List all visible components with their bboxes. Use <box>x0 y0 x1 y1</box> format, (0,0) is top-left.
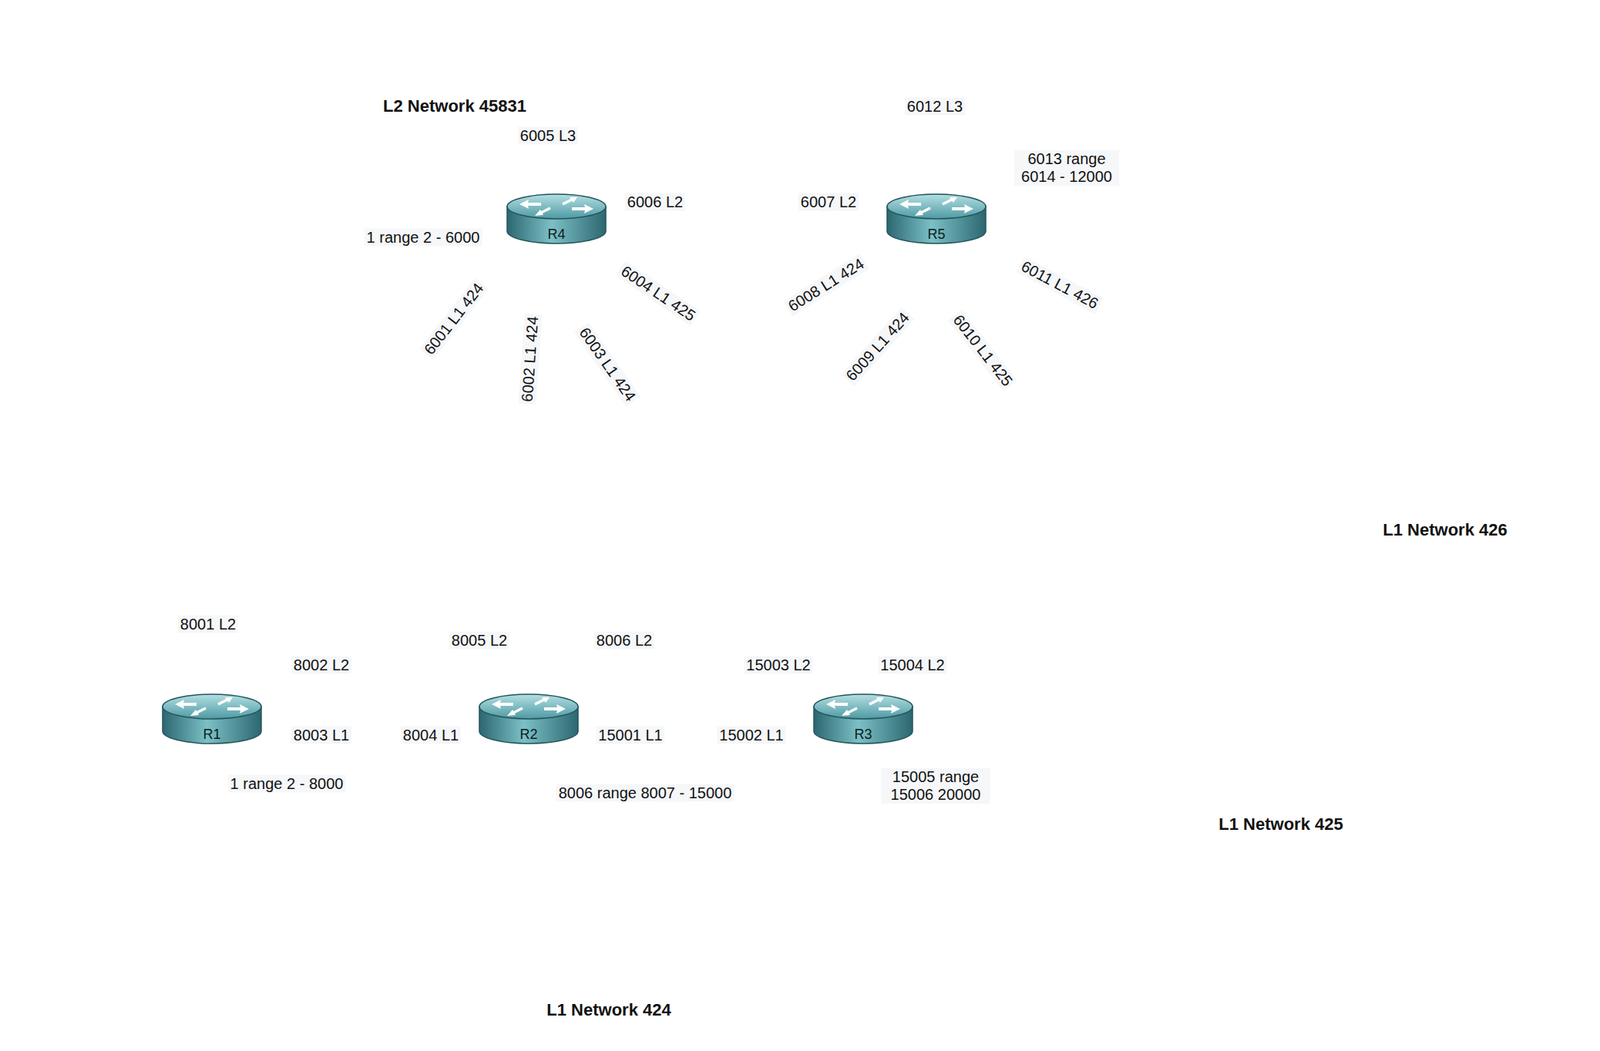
port-label: 6005 L3 <box>517 127 579 145</box>
network-ellipse-shape <box>13 510 1056 1048</box>
network-name: L1 Network 424 <box>546 1000 671 1021</box>
port-label: 6009 L1 424 <box>840 307 915 387</box>
port-label: 15005 range 15006 20000 <box>881 768 991 804</box>
router-icon <box>507 194 606 244</box>
port-label: 8003 L1 <box>291 726 352 745</box>
router-icon <box>162 694 262 744</box>
host-icon <box>510 910 541 937</box>
host-icon <box>888 931 918 958</box>
network-name: L1 Network 426 <box>1382 520 1507 541</box>
router-name: R2 <box>519 726 538 743</box>
router-name: R4 <box>547 226 565 243</box>
port-label: 8004 L1 <box>400 726 461 745</box>
host-icon <box>1216 151 1246 179</box>
port-label: 8006 range 8007 - 15000 <box>556 784 735 803</box>
network-name: L2 Network 45831 <box>383 96 527 117</box>
port-label: 1 range 2 - 8000 <box>228 775 347 794</box>
port-label: 6003 L1 424 <box>574 322 641 407</box>
link-line <box>936 246 1295 706</box>
network-ellipse: L2 Network 45831R4 R5 <box>157 40 1322 481</box>
network-ellipse-shape <box>1294 431 1600 635</box>
link-line <box>936 246 1342 460</box>
host-icon <box>806 931 837 958</box>
router-name: R3 <box>853 726 872 743</box>
port-label: 15003 L2 <box>743 656 813 675</box>
port-label: 6007 L2 <box>798 193 859 212</box>
port-label: 6004 L1 425 <box>615 261 701 327</box>
host-icon <box>238 890 268 917</box>
link-line <box>211 246 937 692</box>
host-icon <box>153 890 183 917</box>
port-label: 6001 L1 424 <box>419 278 489 361</box>
router-node: R3 <box>812 691 915 747</box>
port-label: 6002 L1 424 <box>517 313 542 406</box>
lan-wire <box>288 146 506 301</box>
network-name: L1 Network 425 <box>1218 814 1343 835</box>
network-ellipse: L1 Network 425 <box>1096 704 1452 945</box>
port-label: 8002 L2 <box>291 656 352 675</box>
host-icon <box>255 203 286 230</box>
host-icon <box>1216 206 1246 233</box>
port-label: 6011 L1 426 <box>1016 256 1104 315</box>
router-icon <box>479 694 579 744</box>
host-icon <box>255 254 286 281</box>
link-line <box>262 718 478 720</box>
link-line <box>556 246 864 692</box>
router-icon <box>813 694 913 744</box>
network-ellipse-shape <box>158 41 1322 480</box>
network-ellipse-shape <box>1097 705 1451 944</box>
link-line <box>607 218 886 219</box>
port-label: 6010 L1 425 <box>947 309 1018 393</box>
host-icon <box>1216 262 1246 289</box>
link-line <box>211 246 557 692</box>
router-node: R2 <box>477 691 580 747</box>
port-label: 15001 L1 <box>595 726 665 745</box>
link-line <box>556 246 1241 707</box>
host-icon <box>844 931 874 958</box>
network-ellipse: L1 Network 426 <box>1294 430 1600 636</box>
port-label: 15004 L2 <box>877 656 947 675</box>
link-line <box>528 246 937 692</box>
router-node: R1 <box>161 691 263 747</box>
host-icon <box>194 890 224 917</box>
uplink-wire <box>556 0 937 192</box>
router-name: R5 <box>927 226 945 243</box>
port-label: 1 range 2 - 6000 <box>364 228 483 247</box>
router-node: R4 <box>505 191 608 247</box>
host-icon <box>255 151 286 179</box>
port-label: 6013 range 6014 - 12000 <box>1014 150 1120 186</box>
lan-wire <box>463 746 598 908</box>
port-label: 8001 L2 <box>178 615 239 634</box>
host-icon <box>473 910 503 937</box>
router-node: R5 <box>885 191 988 247</box>
port-label: 15002 L1 <box>716 726 786 745</box>
host-icon <box>554 910 585 937</box>
port-label: 6008 L1 424 <box>783 253 870 317</box>
lan-wire <box>987 137 1214 303</box>
router-name: R1 <box>202 726 221 743</box>
network-ellipse-shape <box>157 40 1322 481</box>
port-label: 6012 L3 <box>904 97 965 116</box>
router-icon <box>887 194 986 244</box>
lan-wire <box>147 746 281 888</box>
link-line <box>579 718 813 720</box>
port-label: 8005 L2 <box>449 631 510 650</box>
port-label: 6006 L2 <box>625 193 686 212</box>
port-label: 8006 L2 <box>594 631 655 650</box>
